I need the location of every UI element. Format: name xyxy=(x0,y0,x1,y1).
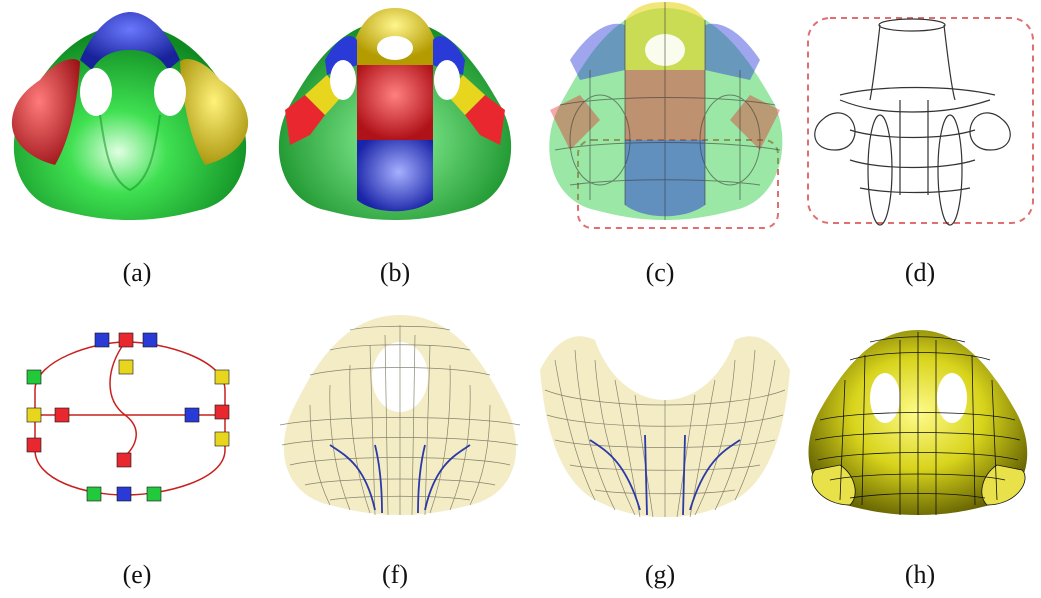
caption-h: (h) xyxy=(904,560,936,589)
skeleton-curves xyxy=(814,18,1011,226)
surface-red-left xyxy=(11,59,80,165)
dashed-outline xyxy=(807,17,1034,224)
surface-green-trans xyxy=(549,8,783,220)
caption-f: (f) xyxy=(382,560,408,589)
mesh-grid xyxy=(544,349,786,518)
hole-left xyxy=(80,68,112,116)
panel-g-cut-mesh xyxy=(535,310,795,520)
surface-blue-right-trans xyxy=(705,23,760,80)
panel-b-colored-surface xyxy=(265,0,525,230)
surface-yellow-right xyxy=(180,59,249,165)
surface-band-right xyxy=(465,95,505,145)
feature-curves xyxy=(329,444,471,514)
caption-e: (e) xyxy=(122,560,152,589)
surface-blue-bottom xyxy=(357,140,433,212)
quad-grid xyxy=(814,332,1021,515)
panel-d-curve-skeleton xyxy=(800,0,1041,235)
wireframe-lines xyxy=(554,2,781,220)
surface-red-center xyxy=(357,65,433,140)
caption-a: (a) xyxy=(122,258,152,287)
panel-h-quad-mesh xyxy=(800,320,1041,520)
caption-g: (g) xyxy=(644,560,676,589)
panel-f-parameterized-mesh xyxy=(270,305,530,520)
surface-blue-top xyxy=(80,12,180,70)
hole-right xyxy=(434,60,460,100)
feature-curves xyxy=(589,434,741,516)
caption-b: (b) xyxy=(379,258,411,287)
panel-c-transparent-surface xyxy=(530,0,795,235)
caption-d: (d) xyxy=(904,258,936,287)
hole-left xyxy=(330,60,356,100)
mesh-grid xyxy=(279,325,521,516)
caption-c: (c) xyxy=(645,258,675,287)
surface-band-left xyxy=(285,95,325,145)
panel-a-colored-surface xyxy=(0,0,260,230)
graph-nodes xyxy=(26,332,230,502)
hole-right xyxy=(154,68,186,116)
hole-top xyxy=(377,36,413,60)
surface-blue-left-trans xyxy=(570,23,625,80)
panel-e-graph xyxy=(15,320,255,520)
